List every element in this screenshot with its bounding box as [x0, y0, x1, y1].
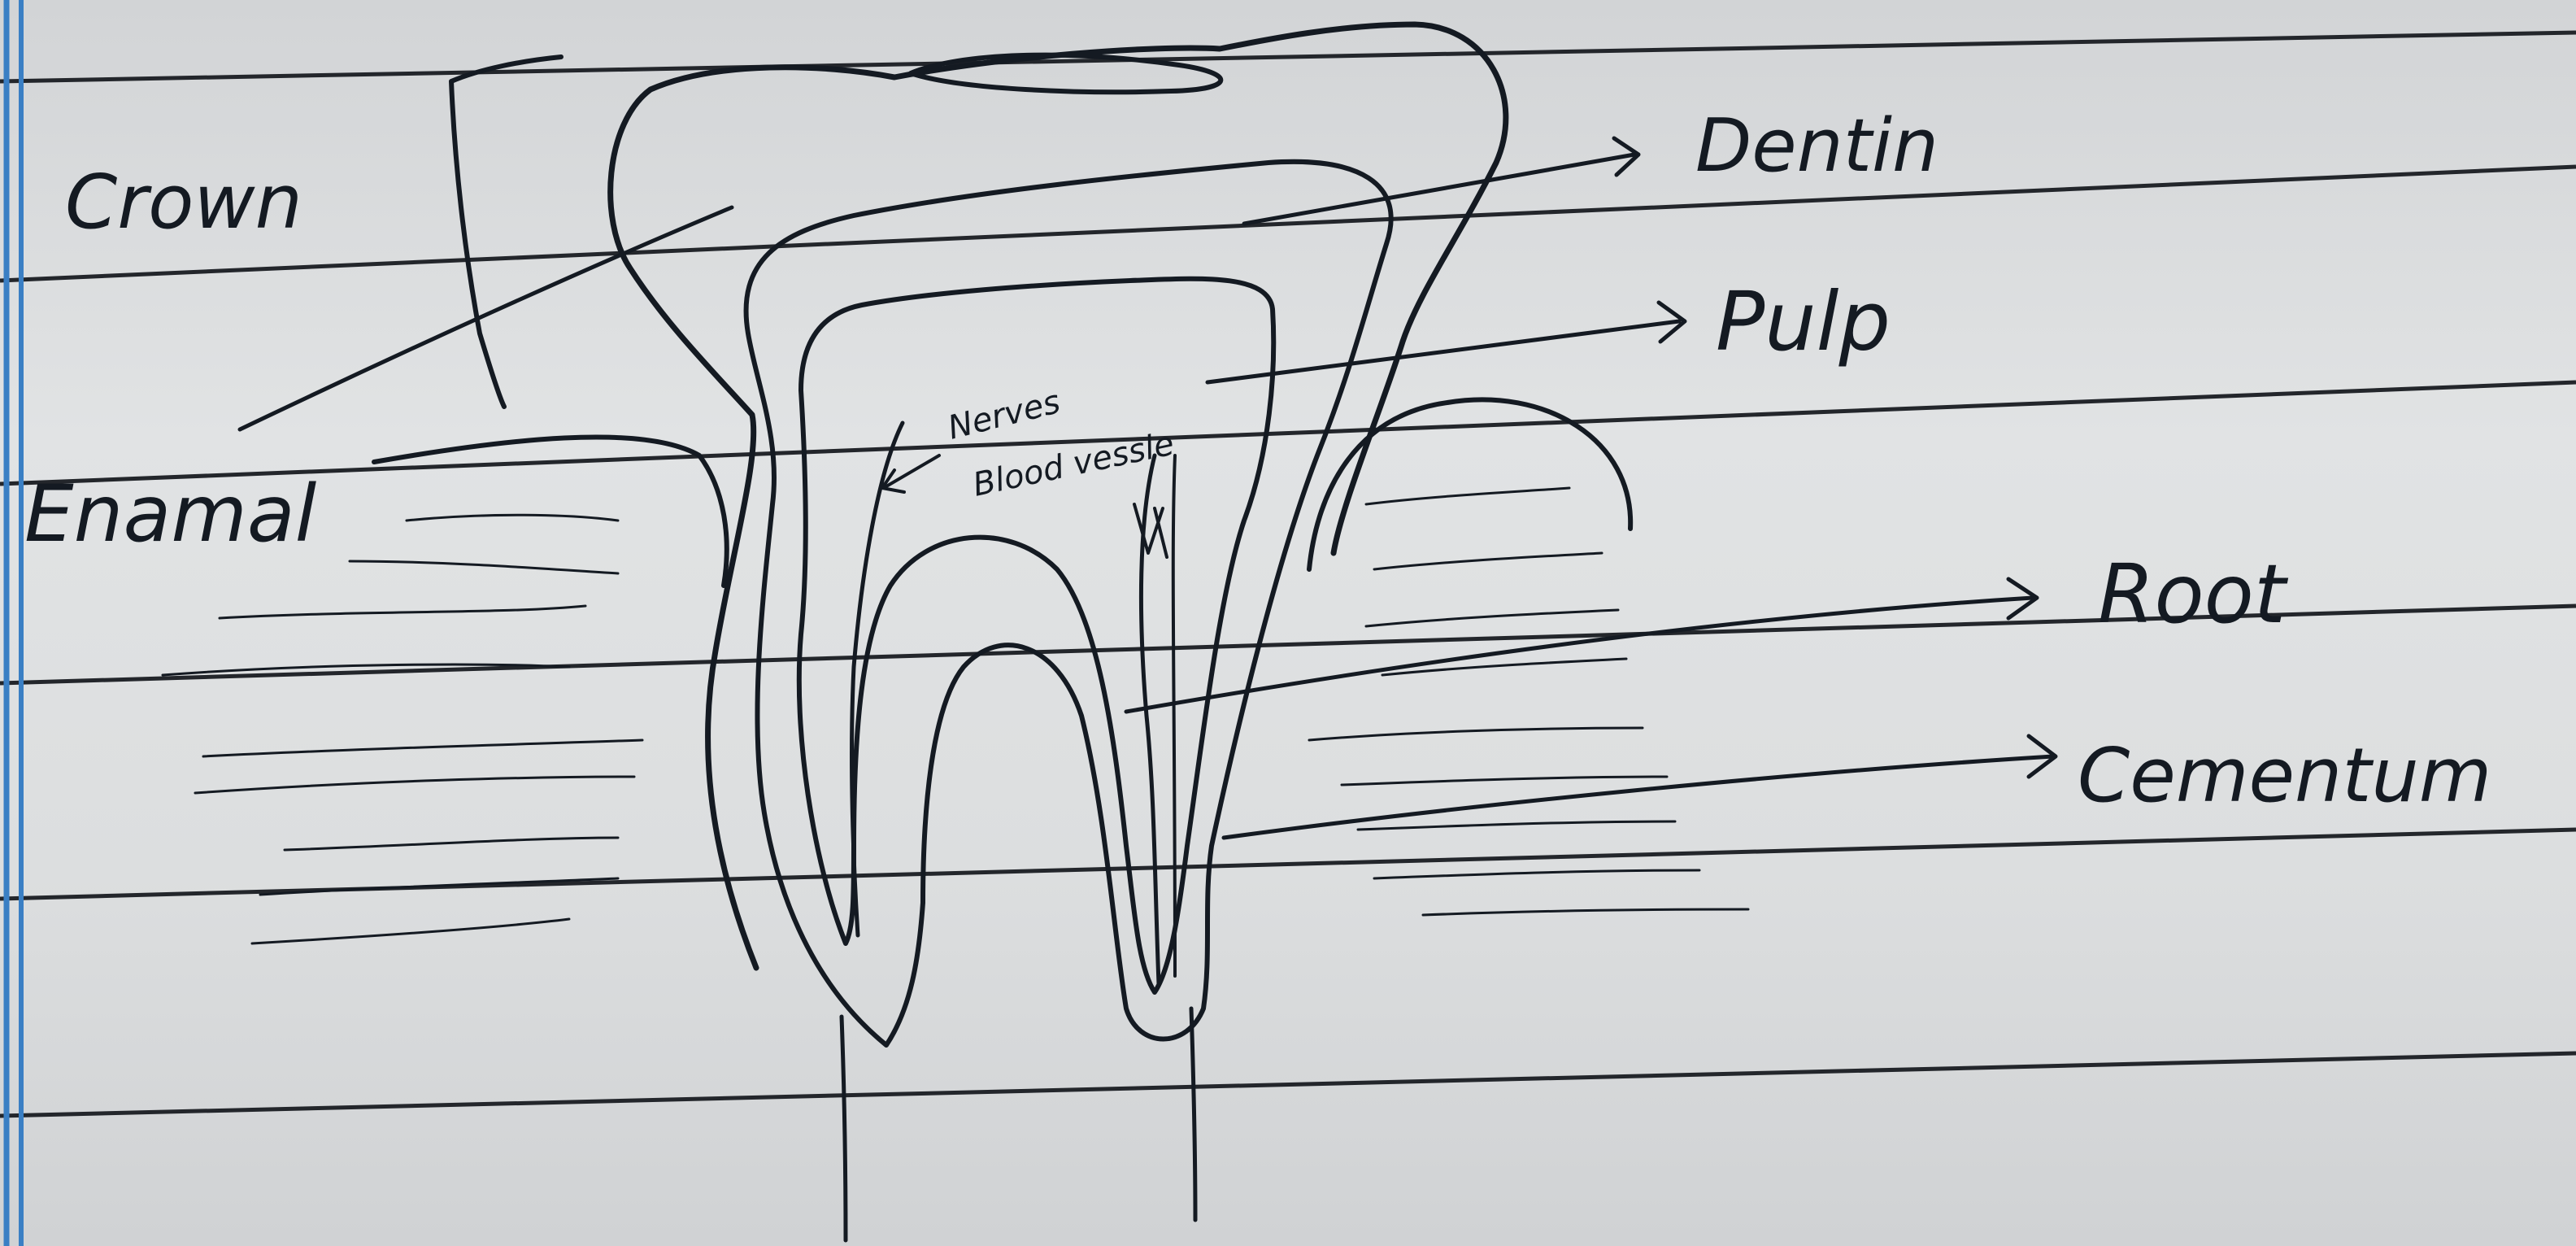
- hatch-stroke: [195, 777, 634, 793]
- hatch-stroke: [350, 561, 618, 573]
- root-line: [842, 1017, 846, 1240]
- pulp-canal-line: [852, 423, 903, 935]
- hatch-stroke: [203, 740, 642, 756]
- hatch-stroke: [285, 838, 618, 850]
- vessel-arrow-down: [1134, 504, 1167, 557]
- hatch-stroke: [1374, 870, 1699, 878]
- margin-lines: [7, 0, 21, 1246]
- hatch-stroke: [1342, 777, 1667, 785]
- dentin-outline: [746, 162, 1391, 1045]
- label-cementum: Cementum: [2078, 732, 2491, 819]
- bone-hatching: [163, 488, 1748, 943]
- dentin-leader: [1244, 155, 1634, 224]
- hatch-stroke: [1423, 909, 1748, 915]
- tooth: [374, 24, 1630, 1240]
- enamel-leader: [240, 207, 732, 429]
- ruled-line: [0, 167, 2576, 281]
- label-crown: Crown: [65, 159, 302, 246]
- hatch-stroke: [252, 919, 569, 943]
- label-root: Root: [2098, 547, 2289, 642]
- labels: Crown Enamal Dentin Pulp Nerves Blood ve…: [24, 103, 2491, 819]
- cementum-leader: [1224, 756, 2053, 838]
- label-nerves: Nerves: [944, 383, 1064, 447]
- label-pulp: Pulp: [1716, 274, 1891, 369]
- hatch-stroke: [1366, 610, 1618, 626]
- hatch-stroke: [1382, 659, 1626, 675]
- hatch-stroke: [1366, 488, 1569, 504]
- enamel-outline: [611, 24, 1506, 968]
- hatch-stroke: [407, 515, 618, 521]
- hatch-stroke: [220, 606, 585, 618]
- root-leader: [1126, 598, 2033, 712]
- hatch-stroke: [1309, 728, 1643, 740]
- label-enamel: Enamal: [24, 468, 317, 560]
- hatch-stroke: [1374, 553, 1602, 569]
- crown-bracket: [451, 57, 561, 407]
- root-line: [1191, 1009, 1195, 1220]
- label-dentin: Dentin: [1695, 103, 1939, 189]
- pulp-outline: [799, 279, 1273, 992]
- hatch-stroke: [260, 878, 618, 895]
- pulp-canal-line: [1173, 455, 1175, 976]
- ruled-line: [0, 382, 2576, 484]
- ruled-line: [0, 33, 2576, 81]
- ruled-line: [0, 1053, 2576, 1116]
- pulp-leader: [1208, 321, 1679, 382]
- hatch-stroke: [1358, 821, 1675, 830]
